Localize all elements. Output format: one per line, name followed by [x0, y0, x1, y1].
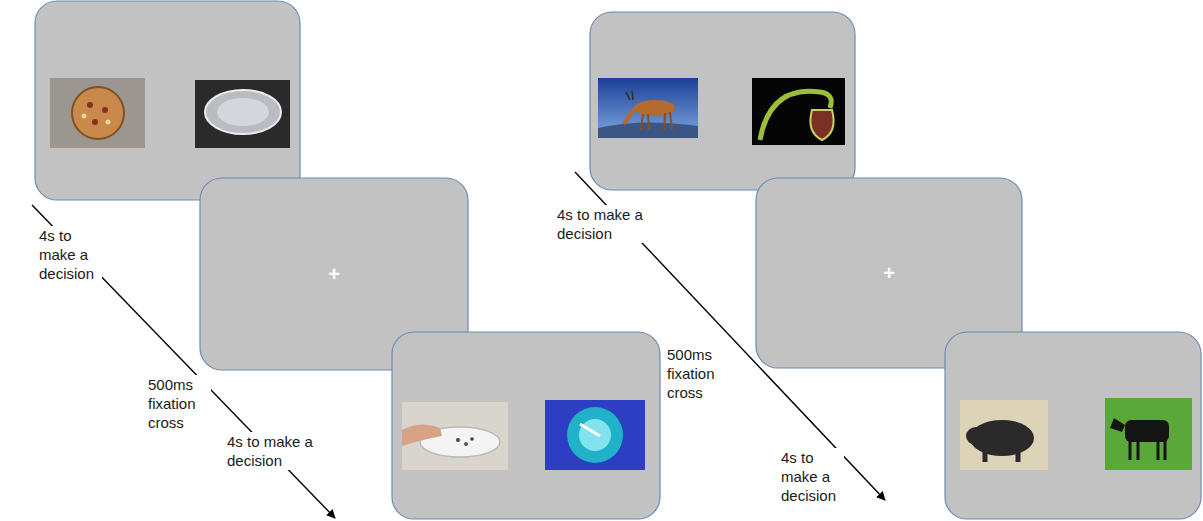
- fixation-cross: +: [883, 263, 895, 283]
- pizza-photo: [50, 78, 145, 148]
- antelope-photo: [598, 78, 698, 138]
- timing-label: 4s to make a decision: [226, 432, 323, 470]
- timing-label: 500ms fixation cross: [666, 345, 730, 402]
- ashtray-hand-photo: [402, 402, 508, 470]
- fixation-panel: +: [200, 178, 468, 370]
- ashtray-photo: [195, 80, 290, 148]
- front-panels: [392, 332, 1201, 519]
- timing-label: 4s to make a decision: [780, 448, 844, 505]
- timing-label: 500ms fixation cross: [147, 375, 211, 432]
- back-panels: [35, 1, 855, 200]
- choice-panel: [945, 332, 1201, 519]
- choice-panel: [35, 1, 300, 200]
- choice-panel: [392, 332, 660, 519]
- time-arrow: [32, 205, 335, 518]
- cow-photo: [1105, 398, 1192, 470]
- fixation-cross: +: [328, 264, 340, 284]
- pig-photo: [960, 400, 1048, 470]
- pitcher-plant-photo: [752, 78, 845, 145]
- timing-label: 4s to make a decision: [556, 205, 653, 243]
- blue-ashtray-photo: [545, 400, 645, 470]
- fixation-panel: +: [756, 178, 1022, 368]
- timing-label: 4s to make a decision: [38, 226, 102, 283]
- choice-panel: [590, 12, 855, 190]
